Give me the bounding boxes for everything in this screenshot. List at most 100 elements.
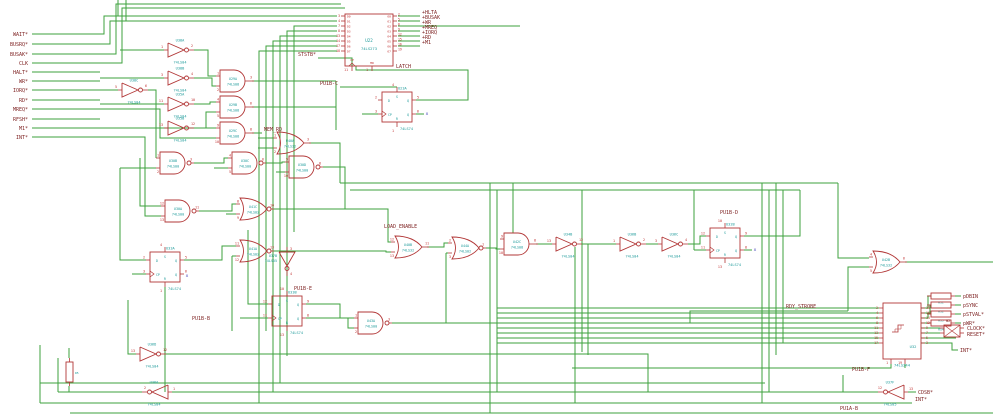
invert-bubble	[384, 320, 390, 326]
oscillator-body	[943, 324, 961, 338]
clock-mark	[348, 62, 356, 67]
pin-name: O1	[387, 20, 391, 24]
clock-mark	[271, 314, 277, 322]
ref-designator: U41C	[249, 205, 257, 209]
pin-name: D1	[347, 20, 351, 24]
part-number: 74LS04	[626, 255, 639, 259]
pin-number: 2	[375, 96, 377, 100]
pin-number: 8	[237, 200, 239, 204]
pin-number: 17	[874, 341, 878, 345]
wire	[306, 317, 354, 329]
invert-bubble	[138, 87, 143, 93]
pin-number: 10	[191, 98, 195, 102]
gate-body	[164, 199, 179, 223]
part-number: 74LS74	[290, 331, 303, 335]
pin-name: CP	[350, 58, 354, 62]
wire	[323, 166, 346, 209]
pin-number: 18	[336, 49, 340, 53]
pin-number: 4	[217, 98, 219, 102]
net-label: +IORQ	[422, 30, 437, 36]
ref-designator: U38A	[176, 39, 185, 43]
pin-number: 3	[375, 110, 377, 114]
pin-number: 6	[398, 23, 400, 27]
ref-designator: R52	[938, 310, 944, 314]
gate-body	[371, 311, 384, 335]
pin-number: 13	[336, 34, 340, 38]
net-label: pSTVAL*	[963, 312, 984, 318]
r52-resh[interactable]: R52	[927, 301, 955, 314]
r54-resh[interactable]: R54	[927, 319, 955, 332]
r53-resh[interactable]: R53	[927, 310, 955, 323]
pin-name: D7	[347, 50, 351, 54]
gate-body	[451, 236, 480, 260]
pin-number: 16	[926, 311, 930, 315]
pin-name: S	[286, 299, 288, 303]
part-number: 74LS08	[227, 83, 239, 87]
net-label: STSTB*	[298, 52, 316, 58]
gate-body	[233, 95, 246, 119]
pin-number: 14	[336, 39, 340, 43]
schmitt-glyph	[892, 324, 904, 333]
r5-resv[interactable]: R5	[65, 358, 79, 386]
net-label: LATCH	[396, 64, 411, 70]
pin-number: 3	[926, 341, 928, 345]
pin-number: 8	[319, 162, 321, 166]
pin-name: MR	[370, 61, 374, 65]
pin-number: 1	[161, 45, 163, 49]
part-number: 74LS08	[227, 109, 239, 113]
pin-number: 11	[159, 99, 163, 103]
wire	[847, 266, 869, 311]
pin-number: 9	[217, 124, 219, 128]
net-label: MEM_RD	[264, 127, 282, 133]
invert-bubble	[258, 160, 264, 166]
osc-xbox[interactable]	[940, 324, 964, 338]
pin-number: 2	[143, 256, 145, 260]
wire	[279, 35, 337, 383]
pin-name: Q	[175, 259, 177, 263]
gate-body	[233, 69, 246, 93]
r51-resh[interactable]: R51	[927, 292, 955, 305]
ref-designator: U42C	[513, 240, 521, 244]
wire	[247, 230, 268, 305]
pin-name: D	[278, 303, 280, 307]
pin-number: 13	[280, 333, 284, 337]
gate-body	[503, 232, 518, 256]
pin-number: 2	[643, 238, 645, 242]
pin-number: 4	[685, 238, 687, 242]
pin-name: Q	[297, 303, 299, 307]
